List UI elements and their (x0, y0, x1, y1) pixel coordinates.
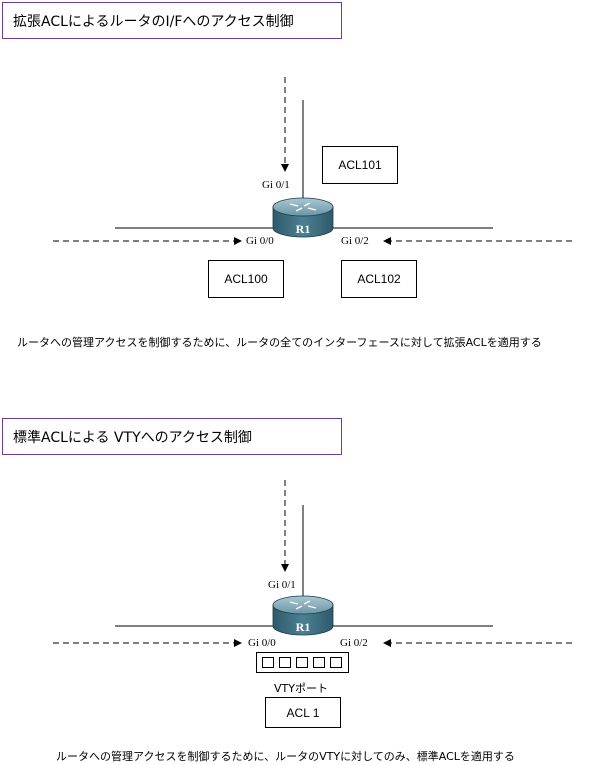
iface-gi01-label: Gi 0/1 (262, 179, 290, 191)
vty-port (262, 657, 274, 668)
acl101-box: ACL101 (322, 146, 398, 184)
vty-port (330, 657, 342, 668)
vty-port (313, 657, 325, 668)
vty-port (296, 657, 308, 668)
acl1-box: ACL 1 (265, 697, 341, 728)
iface-gi02-label: Gi 0/2 (341, 235, 369, 247)
diagram2-caption: ルータへの管理アクセスを制御するために、ルータのVTYに対してのみ、標準ACLを… (56, 750, 515, 763)
diagram1-title: 拡張ACLによるルータのI/Fへのアクセス制御 (2, 2, 342, 39)
iface-gi00-label: Gi 0/0 (246, 235, 274, 247)
diagram2-title: 標準ACLによる VTYへのアクセス制御 (2, 418, 342, 455)
iface-gi01-label: Gi 0/1 (268, 579, 296, 591)
diagram1-caption: ルータへの管理アクセスを制御するために、ルータの全てのインターフェースに対して拡… (17, 336, 542, 349)
vty-port-group (256, 652, 349, 673)
vty-port-label: VTYポート (274, 682, 328, 695)
iface-gi02-label: Gi 0/2 (340, 637, 368, 649)
acl102-box: ACL102 (341, 260, 417, 298)
vty-port (279, 657, 291, 668)
acl100-box: ACL100 (208, 260, 284, 298)
router-label: R1 (295, 620, 311, 634)
router-label: R1 (295, 222, 311, 236)
router-icon (272, 197, 334, 238)
iface-gi00-label: Gi 0/0 (248, 637, 276, 649)
router-icon (272, 595, 334, 636)
